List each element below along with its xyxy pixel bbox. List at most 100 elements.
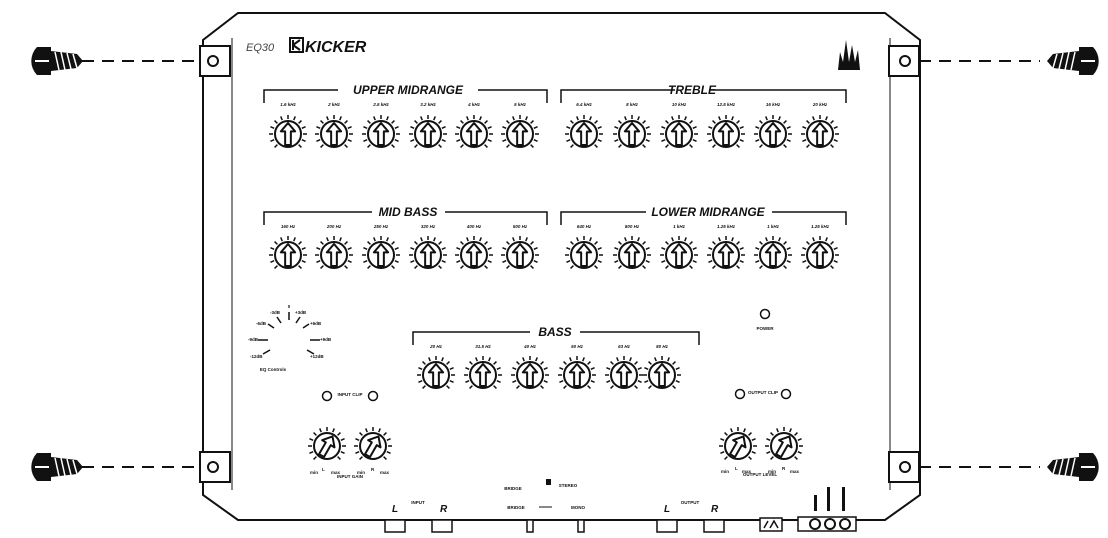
eq-knob-upper-midrange[interactable] — [501, 115, 539, 148]
frequency-label: 4 kHz — [467, 102, 481, 107]
eq-knob-upper-midrange[interactable] — [455, 115, 493, 148]
eq-knob-upper-midrange[interactable] — [362, 115, 400, 148]
screw-icon — [1047, 453, 1099, 481]
eq-scale-plus3: +3dB — [295, 310, 307, 315]
mount-tab-bottom-left — [199, 451, 231, 483]
output-r-label: R — [711, 504, 719, 515]
input-gain-left-min: min — [310, 470, 318, 475]
output-level-knob-left[interactable] — [719, 427, 757, 460]
frequency-label: 2.5 kHz — [372, 102, 389, 107]
eq-knob-lower-midrange[interactable] — [565, 236, 603, 269]
eq-knob-mid-bass[interactable] — [315, 236, 353, 269]
eq-knob-bass[interactable] — [417, 356, 455, 389]
input-label: INPUT — [411, 500, 425, 505]
eq-knob-lower-midrange[interactable] — [754, 236, 792, 269]
eq-knob-bass[interactable] — [605, 356, 643, 389]
eq-knob-treble[interactable] — [801, 115, 839, 148]
input-gain-right-r: R — [371, 467, 375, 472]
eq-knob-bass[interactable] — [464, 356, 502, 389]
eq-scale-plus9: +9dB — [320, 337, 332, 342]
frequency-label: 800 Hz — [625, 224, 640, 229]
output-clip-led-right — [780, 388, 792, 400]
eq-knob-mid-bass[interactable] — [269, 236, 307, 269]
output-r-jack[interactable] — [703, 519, 725, 533]
eq-scale-minus9: -9dB — [248, 337, 259, 342]
terminal-screw-icon — [809, 518, 821, 530]
mode-switch-label-left: BRIDGE — [504, 486, 522, 491]
input-gain-right-max: max — [380, 470, 390, 475]
section-title-lower-midrange: LOWER MIDRANGE — [651, 205, 765, 219]
mount-tab-top-right — [888, 45, 920, 77]
frequency-label: 63 Hz — [618, 344, 631, 349]
eq-knob-upper-midrange[interactable] — [315, 115, 353, 148]
frequency-label: 400 Hz — [466, 224, 482, 229]
screw-icon — [1047, 47, 1099, 75]
output-l-label: L — [664, 504, 670, 515]
eq-knob-lower-midrange[interactable] — [613, 236, 651, 269]
bracket-lower-midrange: LOWER MIDRANGE — [560, 205, 847, 225]
mode-switch[interactable] — [526, 519, 534, 533]
eq-knob-mid-bass[interactable] — [455, 236, 493, 269]
frequency-label: 1.25 kHz — [717, 224, 736, 229]
mode-switch-right[interactable] — [577, 519, 585, 533]
input-gain-label: INPUT GAIN — [337, 474, 363, 479]
mount-tab-bottom-right — [888, 451, 920, 483]
kicker-logo-icon — [289, 37, 304, 53]
power-terminal-block[interactable] — [797, 487, 857, 532]
eq-knob-bass[interactable] — [511, 356, 549, 389]
stereo-label: STEREO — [559, 483, 578, 488]
eq-knob-treble[interactable] — [707, 115, 745, 148]
eq-scale-indicator: 0 -3dB +3dB -6dB +6dB -9dB +9dB -12dB +1… — [248, 304, 332, 372]
input-gain-knob-left[interactable] — [308, 427, 346, 460]
section-title-bass: BASS — [538, 325, 571, 339]
eq-knob-treble[interactable] — [565, 115, 603, 148]
eq-knob-lower-midrange[interactable] — [801, 236, 839, 269]
frequency-label: 12.5 kHz — [717, 102, 736, 107]
eq-knob-lower-midrange[interactable] — [660, 236, 698, 269]
input-r-jack[interactable] — [431, 519, 453, 533]
frequency-label: 40 Hz — [523, 344, 537, 349]
power-label: POWER — [756, 326, 774, 331]
output-clip-led-left — [734, 388, 746, 400]
frequency-label: 20 kHz — [812, 102, 828, 107]
frequency-label: 1 kHz — [673, 224, 686, 229]
terminal-screw-icon — [839, 518, 851, 530]
eq-knob-bass[interactable] — [558, 356, 596, 389]
input-gain-right-min: min — [357, 470, 365, 475]
eq-knob-mid-bass[interactable] — [409, 236, 447, 269]
frequency-label: 31.5 Hz — [475, 344, 491, 349]
frequency-label: 200 Hz — [326, 224, 342, 229]
bridge-label: BRIDGE — [507, 505, 525, 510]
output-l-jack[interactable] — [656, 519, 678, 533]
eq-knob-mid-bass[interactable] — [501, 236, 539, 269]
section-title-mid-bass: MID BASS — [379, 205, 438, 219]
output-level-knob-right[interactable] — [765, 427, 803, 460]
eq-scale-plus12: +12dB — [310, 354, 324, 359]
remote-port[interactable] — [759, 517, 783, 532]
eq-knob-treble[interactable] — [613, 115, 651, 148]
emblem-icon — [838, 40, 860, 70]
output-level-left-max: max — [742, 469, 752, 474]
input-l-jack[interactable] — [384, 519, 406, 533]
eq-knob-upper-midrange[interactable] — [409, 115, 447, 148]
screw-icon — [31, 47, 83, 75]
frequency-label: 640 Hz — [577, 224, 592, 229]
frequency-label: 160 Hz — [281, 224, 296, 229]
eq-knob-bass[interactable] — [643, 356, 681, 389]
eq-scale-caption: EQ Controls — [260, 367, 287, 372]
eq-knob-lower-midrange[interactable] — [707, 236, 745, 269]
eq-scale-minus12: -12dB — [250, 354, 263, 359]
input-gain-knob-right[interactable] — [354, 427, 392, 460]
input-r-label: R — [440, 504, 448, 515]
eq-knob-upper-midrange[interactable] — [269, 115, 307, 148]
eq-knob-treble[interactable] — [660, 115, 698, 148]
output-label: OUTPUT — [681, 500, 700, 505]
eq-knob-mid-bass[interactable] — [362, 236, 400, 269]
eq-knob-treble[interactable] — [754, 115, 792, 148]
output-clip-label: OUTPUT CLIP — [748, 390, 778, 395]
input-clip-led-left — [321, 390, 333, 402]
frequency-label: 1 kHz — [767, 224, 780, 229]
bracket-bass: BASS — [412, 325, 700, 345]
frequency-label: 20 Hz — [429, 344, 443, 349]
